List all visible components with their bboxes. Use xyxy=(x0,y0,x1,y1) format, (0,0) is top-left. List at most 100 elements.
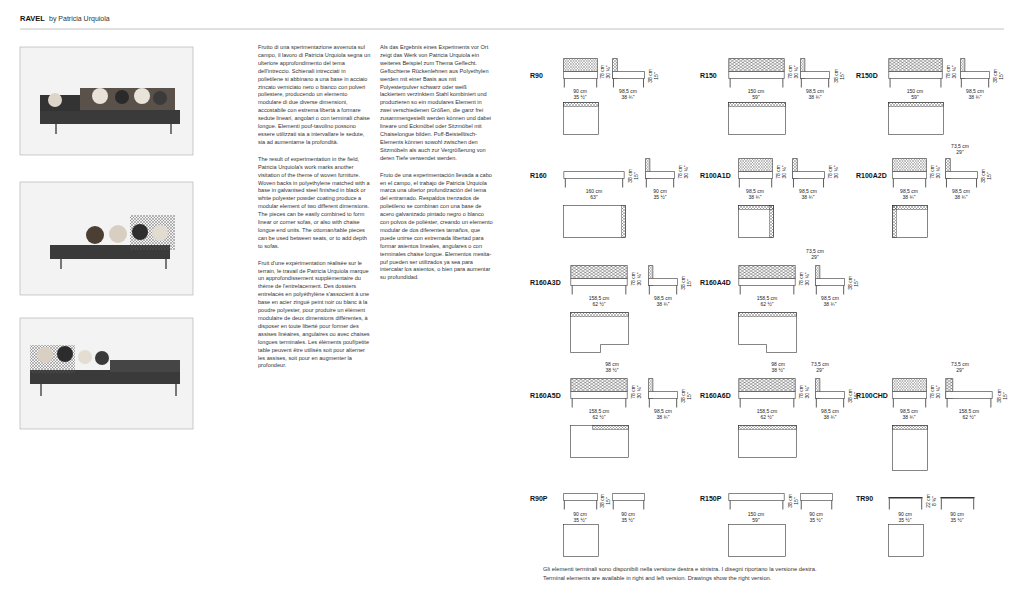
dimension-label: 35 ½" xyxy=(899,518,912,523)
product-code: R150P xyxy=(700,495,721,502)
page-title: RAVEL xyxy=(20,15,45,23)
dimension-label: 62 ½" xyxy=(761,302,774,307)
dimension-label: 98,5 cm xyxy=(952,189,970,194)
dimension-label: 22 cm xyxy=(926,494,931,508)
dimension-label: 38 ¾" xyxy=(802,195,815,200)
dimension-label: 98,5 cm xyxy=(966,89,984,94)
dimension-label: 38 cm xyxy=(848,276,853,290)
dimension-label: 35 ½" xyxy=(622,518,635,523)
description-text: Als das Ergebnis eines Experiments vor O… xyxy=(380,44,493,163)
dimension-label: 62 ½" xyxy=(593,302,606,307)
dimension-label: 38 cm xyxy=(997,389,1002,403)
description-text: The result of experimentation in the fie… xyxy=(258,156,371,251)
product-code: R160 xyxy=(530,172,547,179)
dimension-label: 62 ½" xyxy=(593,415,606,420)
dimension-label: 29" xyxy=(816,368,823,373)
dimension-label: 63" xyxy=(590,195,597,200)
dimension-label: 90 cm xyxy=(573,89,587,94)
dimension-label: 98,5 cm xyxy=(799,189,817,194)
dimension-label: 30 ¾" xyxy=(606,66,611,79)
product-code: R160A3D xyxy=(530,279,561,286)
dimension-label: 78 cm xyxy=(930,385,935,399)
dimension-label: 59" xyxy=(752,95,759,100)
dimension-label: 78 cm xyxy=(776,165,781,179)
dimension-label: 62 ½" xyxy=(963,415,976,420)
dimension-label: 30 ¾" xyxy=(794,66,799,79)
dimension-label: 15" xyxy=(854,279,859,286)
dimension-label: 98,5 cm xyxy=(900,409,918,414)
dimension-label: 15" xyxy=(840,72,845,79)
dimension-label: 29" xyxy=(811,255,818,260)
dimension-label: 38 ¾" xyxy=(657,302,670,307)
product-code: R150D xyxy=(856,72,878,79)
dimension-label: 38 cm xyxy=(993,69,998,83)
dimension-label: 15" xyxy=(1003,392,1008,399)
dimension-label: 158,5 cm xyxy=(589,296,610,301)
dimension-label: 158,5 cm xyxy=(757,409,778,414)
dimension-label: 98,5 cm xyxy=(900,189,918,194)
dimension-label: 73,5 cm xyxy=(951,362,969,367)
dimension-label: 78 cm xyxy=(600,65,605,79)
dimension-label: 98,5 cm xyxy=(619,89,637,94)
dimension-label: 98,5 cm xyxy=(806,89,824,94)
dimension-label: 38 cm xyxy=(834,69,839,83)
dimension-label: 78 cm xyxy=(631,272,636,286)
dimension-label: 15" xyxy=(987,172,992,179)
dimension-label: 78 cm xyxy=(788,65,793,79)
dimension-label: 73,5 cm xyxy=(951,144,969,149)
dimension-label: 30 ¾" xyxy=(805,273,810,286)
dimension-label: 38 cm xyxy=(628,169,633,183)
dimension-label: 98 cm xyxy=(771,362,785,367)
description-text: Frutto di una sperimentazione avvenuta s… xyxy=(258,44,371,147)
dimension-label: 30 ¾" xyxy=(936,166,941,179)
dimension-label: 78 cm xyxy=(678,165,683,179)
dimension-label: 38 ¾" xyxy=(622,95,635,100)
dimension-label: 59" xyxy=(911,95,918,100)
product-code: R90P xyxy=(530,495,548,502)
dimension-label: 158,5 cm xyxy=(589,409,610,414)
dimension-label: 15" xyxy=(687,279,692,286)
dimension-label: 38 ¾" xyxy=(809,95,822,100)
dimension-label: 98,5 cm xyxy=(654,409,672,414)
dimension-label: 73,5 cm xyxy=(811,362,829,367)
dimension-label: 160 cm xyxy=(586,189,602,194)
dimension-label: 78 cm xyxy=(946,65,951,79)
dimension-label: 98,5 cm xyxy=(654,296,672,301)
dimension-label: 30 ¾" xyxy=(637,273,642,286)
dimension-label: 30 ¾" xyxy=(684,166,689,179)
product-code: R90 xyxy=(530,72,543,79)
dimension-label: 38 cm xyxy=(600,494,605,508)
dimension-label: 30 ¾" xyxy=(637,386,642,399)
dimension-label: 38 cm xyxy=(848,389,853,403)
dimension-label: 90 cm xyxy=(809,512,823,517)
dimension-label: 73,5 cm xyxy=(806,249,824,254)
dimension-label: 38 ¾" xyxy=(749,195,762,200)
dimension-label: 78 cm xyxy=(631,385,636,399)
dimension-label: 78 cm xyxy=(930,165,935,179)
dimension-label: 78 cm xyxy=(799,272,804,286)
product-code: R100A2D xyxy=(856,172,887,179)
dimension-label: 35 ½" xyxy=(574,95,587,100)
dimension-label: 38 cm xyxy=(681,389,686,403)
dimension-label: 15" xyxy=(687,392,692,399)
description-text: Fruto de una experimentación llevada a c… xyxy=(380,172,493,283)
dimension-label: 59" xyxy=(752,518,759,523)
dimension-label: 98,5 cm xyxy=(746,189,764,194)
dimension-label: 98 cm xyxy=(605,362,619,367)
dimension-label: 150 cm xyxy=(748,89,764,94)
dimension-label: 90 cm xyxy=(950,512,964,517)
dimension-label: 78 cm xyxy=(828,165,833,179)
product-code: R160A4D xyxy=(700,279,731,286)
dimension-label: 38 cm xyxy=(681,276,686,290)
dimension-label: 35 ½" xyxy=(951,518,964,523)
product-code: R100CHD xyxy=(856,392,888,399)
dimension-label: 38 cm xyxy=(648,69,653,83)
dimension-label: 35 ½" xyxy=(810,518,823,523)
footnote: Terminal elements are available in right… xyxy=(543,576,771,582)
designer-credit: by Patricia Urquiola xyxy=(49,15,110,22)
dimension-label: 15" xyxy=(999,72,1004,79)
footnote: Gli elementi terminali sono disponibili … xyxy=(543,567,817,573)
dimension-label: 15" xyxy=(794,497,799,504)
product-code: R160A5D xyxy=(530,392,561,399)
